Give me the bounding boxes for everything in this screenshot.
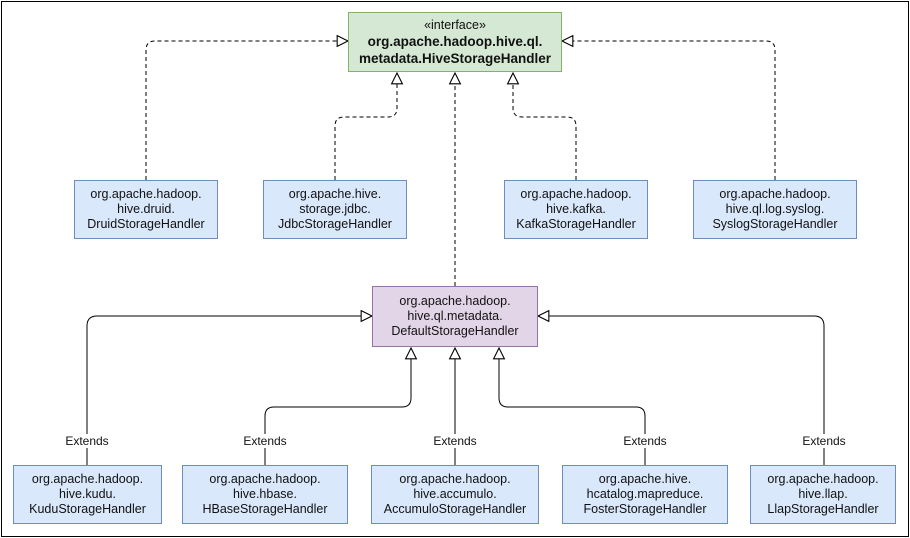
interface-stereotype: «interface» [424, 18, 486, 32]
llap-storage-handler: org.apache.hadoop. hive.llap. LlapStorag… [750, 465, 896, 524]
class-name-line3: KuduStorageHandler [29, 502, 146, 516]
class-name-line1: org.apache.hadoop. [31, 472, 144, 486]
extends-label-hbase: Extends [241, 434, 289, 448]
druid-storage-handler: org.apache.hadoop. hive.druid. DruidStor… [74, 180, 218, 239]
extends-arrow-llap [538, 316, 825, 465]
extends-arrow-kudu [86, 316, 372, 465]
kudu-storage-handler: org.apache.hadoop. hive.kudu. KuduStorag… [13, 465, 162, 524]
class-name-line3: SyslogStorageHandler [712, 217, 838, 231]
kafka-storage-handler: org.apache.hadoop. hive.kafka. KafkaStor… [504, 180, 648, 239]
class-name-line1: org.apache.hadoop. [767, 472, 879, 486]
class-name-line2: hive.ql.log.syslog. [725, 202, 825, 216]
realizes-arrow-syslog [562, 41, 776, 180]
class-name-line1: org.apache.hadoop. [719, 187, 831, 201]
hbase-storage-handler: org.apache.hadoop. hive.hbase. HBaseStor… [182, 465, 348, 524]
extends-label-accumulo: Extends [431, 434, 479, 448]
class-name-line3: LlapStorageHandler [767, 502, 879, 516]
realizes-arrow-jdbc [334, 73, 397, 180]
class-name-line3: DefaultStorageHandler [391, 324, 519, 338]
foster-storage-handler: org.apache.hive. hcatalog.mapreduce. Fos… [562, 465, 728, 524]
class-name-line1: org.apache.hive. [288, 187, 382, 201]
class-name-line1: org.apache.hadoop. [520, 187, 632, 201]
accumulo-storage-handler: org.apache.hadoop. hive.accumulo. Accumu… [371, 465, 539, 524]
class-name-line2: hive.druid. [117, 202, 175, 216]
interface-name-line2: metadata.HiveStorageHandler [358, 51, 552, 66]
class-name-line2: storage.jdbc. [299, 202, 371, 216]
extends-arrow-hbase [264, 348, 411, 465]
realizes-arrow-kafka [513, 73, 577, 180]
class-name-line3: JdbcStorageHandler [278, 217, 392, 231]
default-storage-handler: org.apache.hadoop. hive.ql.metadata. Def… [372, 286, 538, 347]
extends-label-kudu: Extends [63, 434, 111, 448]
class-name-line2: hive.ql.metadata. [407, 309, 503, 323]
class-name-line2: hive.kafka. [546, 202, 606, 216]
class-name-line3: DruidStorageHandler [87, 217, 205, 231]
class-name-line2: hcatalog.mapreduce. [586, 487, 704, 501]
hive-storage-handler-interface: «interface» org.apache.hadoop.hive.ql. m… [348, 12, 562, 72]
class-name-line1: org.apache.hadoop. [90, 187, 202, 201]
extends-label-llap: Extends [800, 434, 848, 448]
class-name-line3: KafkaStorageHandler [516, 217, 636, 231]
realizes-arrow-druid [145, 41, 348, 180]
extends-label-foster: Extends [621, 434, 669, 448]
class-name-line3: HBaseStorageHandler [202, 502, 328, 516]
class-name-line1: org.apache.hadoop. [209, 472, 321, 486]
jdbc-storage-handler: org.apache.hive. storage.jdbc. JdbcStora… [263, 180, 407, 239]
class-name-line1: org.apache.hadoop. [399, 472, 511, 486]
interface-name-line1: org.apache.hadoop.hive.ql. [367, 34, 543, 49]
extends-arrow-foster [499, 348, 646, 465]
class-name-line2: hive.accumulo. [413, 487, 497, 501]
class-name-line1: org.apache.hadoop. [399, 294, 511, 308]
class-name-line3: AccumuloStorageHandler [383, 502, 527, 516]
class-name-line2: hive.hbase. [233, 487, 297, 501]
class-name-line2: hive.llap. [798, 487, 848, 501]
syslog-storage-handler: org.apache.hadoop. hive.ql.log.syslog. S… [693, 180, 857, 239]
class-name-line3: FosterStorageHandler [583, 502, 707, 516]
class-name-line1: org.apache.hive. [598, 472, 692, 486]
class-name-line2: hive.kudu. [59, 487, 116, 501]
